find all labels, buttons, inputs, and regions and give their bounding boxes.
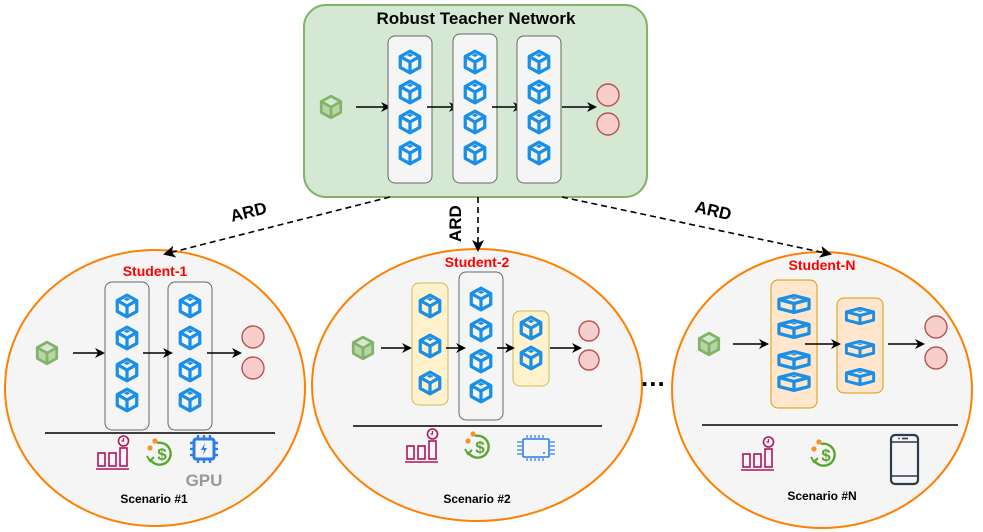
output-node: [578, 320, 600, 342]
ard-edge-student-n: [561, 196, 832, 258]
student-layer: [167, 281, 213, 431]
gpu-label: GPU: [186, 471, 223, 490]
svg-text:$: $: [475, 438, 485, 457]
layer-box: [387, 35, 433, 184]
cost-icon: $: [464, 431, 490, 459]
teacher-layer: [387, 35, 433, 184]
student-layer: [104, 281, 150, 431]
svg-text:$: $: [157, 445, 167, 464]
input-cube-icon: [697, 331, 721, 357]
input-cube-icon: [35, 340, 59, 366]
student-title: Student-2: [445, 254, 510, 270]
mobile-phone-icon: [889, 433, 920, 486]
scenario-label: Scenario #2: [443, 492, 511, 506]
scenario-label: Scenario #N: [787, 489, 856, 503]
output-node: [241, 325, 265, 349]
student-1: Student-1 $ GPU Scenario #1: [4, 249, 306, 527]
gpu-icon: [190, 435, 218, 463]
students: Student-1 $ GPU Scenario #1 Student-2 $ Scenar…: [4, 248, 973, 529]
ard-label-2: ARD: [446, 205, 465, 242]
ard-edge-student-1: [163, 196, 391, 258]
student-n: Student-N $ Scenario #N: [671, 251, 973, 529]
student-layer: [411, 282, 449, 406]
student-layer: [512, 310, 550, 387]
svg-text:$: $: [821, 446, 831, 465]
latency-chart-icon: [741, 436, 775, 471]
cpu-chip-icon: [517, 435, 555, 461]
scenario-label: Scenario #1: [120, 492, 188, 506]
latency-chart-icon: [405, 428, 439, 463]
ard-label-1: ARD: [228, 199, 268, 226]
latency-chart-icon: [96, 435, 130, 470]
ard-label-n: ARD: [693, 197, 733, 224]
student-container: [4, 249, 306, 527]
output-node: [596, 83, 620, 107]
output-node: [241, 356, 265, 380]
output-node: [924, 346, 948, 370]
teacher-title: Robust Teacher Network: [376, 9, 576, 28]
ellipsis: ...: [641, 362, 666, 392]
teacher-layer: [452, 33, 498, 184]
ard-edges: ARD ARD ARD: [163, 196, 832, 258]
output-node: [578, 349, 600, 371]
output-node: [596, 112, 620, 136]
input-cube-icon: [351, 335, 375, 361]
student-2: Student-2 $ Scenario #2: [311, 248, 643, 522]
student-layer: [458, 271, 504, 421]
output-node: [924, 315, 948, 339]
student-layer: [836, 297, 884, 394]
layer-box: [452, 33, 498, 184]
teacher-layers: [319, 33, 620, 184]
student-title: Student-1: [123, 263, 188, 279]
layer-box: [516, 35, 562, 184]
cost-icon: $: [810, 439, 836, 467]
layer-box: [104, 281, 150, 431]
student-title: Student-N: [789, 257, 856, 273]
input-cube-icon: [319, 94, 343, 120]
student-container: [671, 251, 973, 529]
cost-icon: $: [146, 438, 172, 466]
teacher-layer: [516, 35, 562, 184]
